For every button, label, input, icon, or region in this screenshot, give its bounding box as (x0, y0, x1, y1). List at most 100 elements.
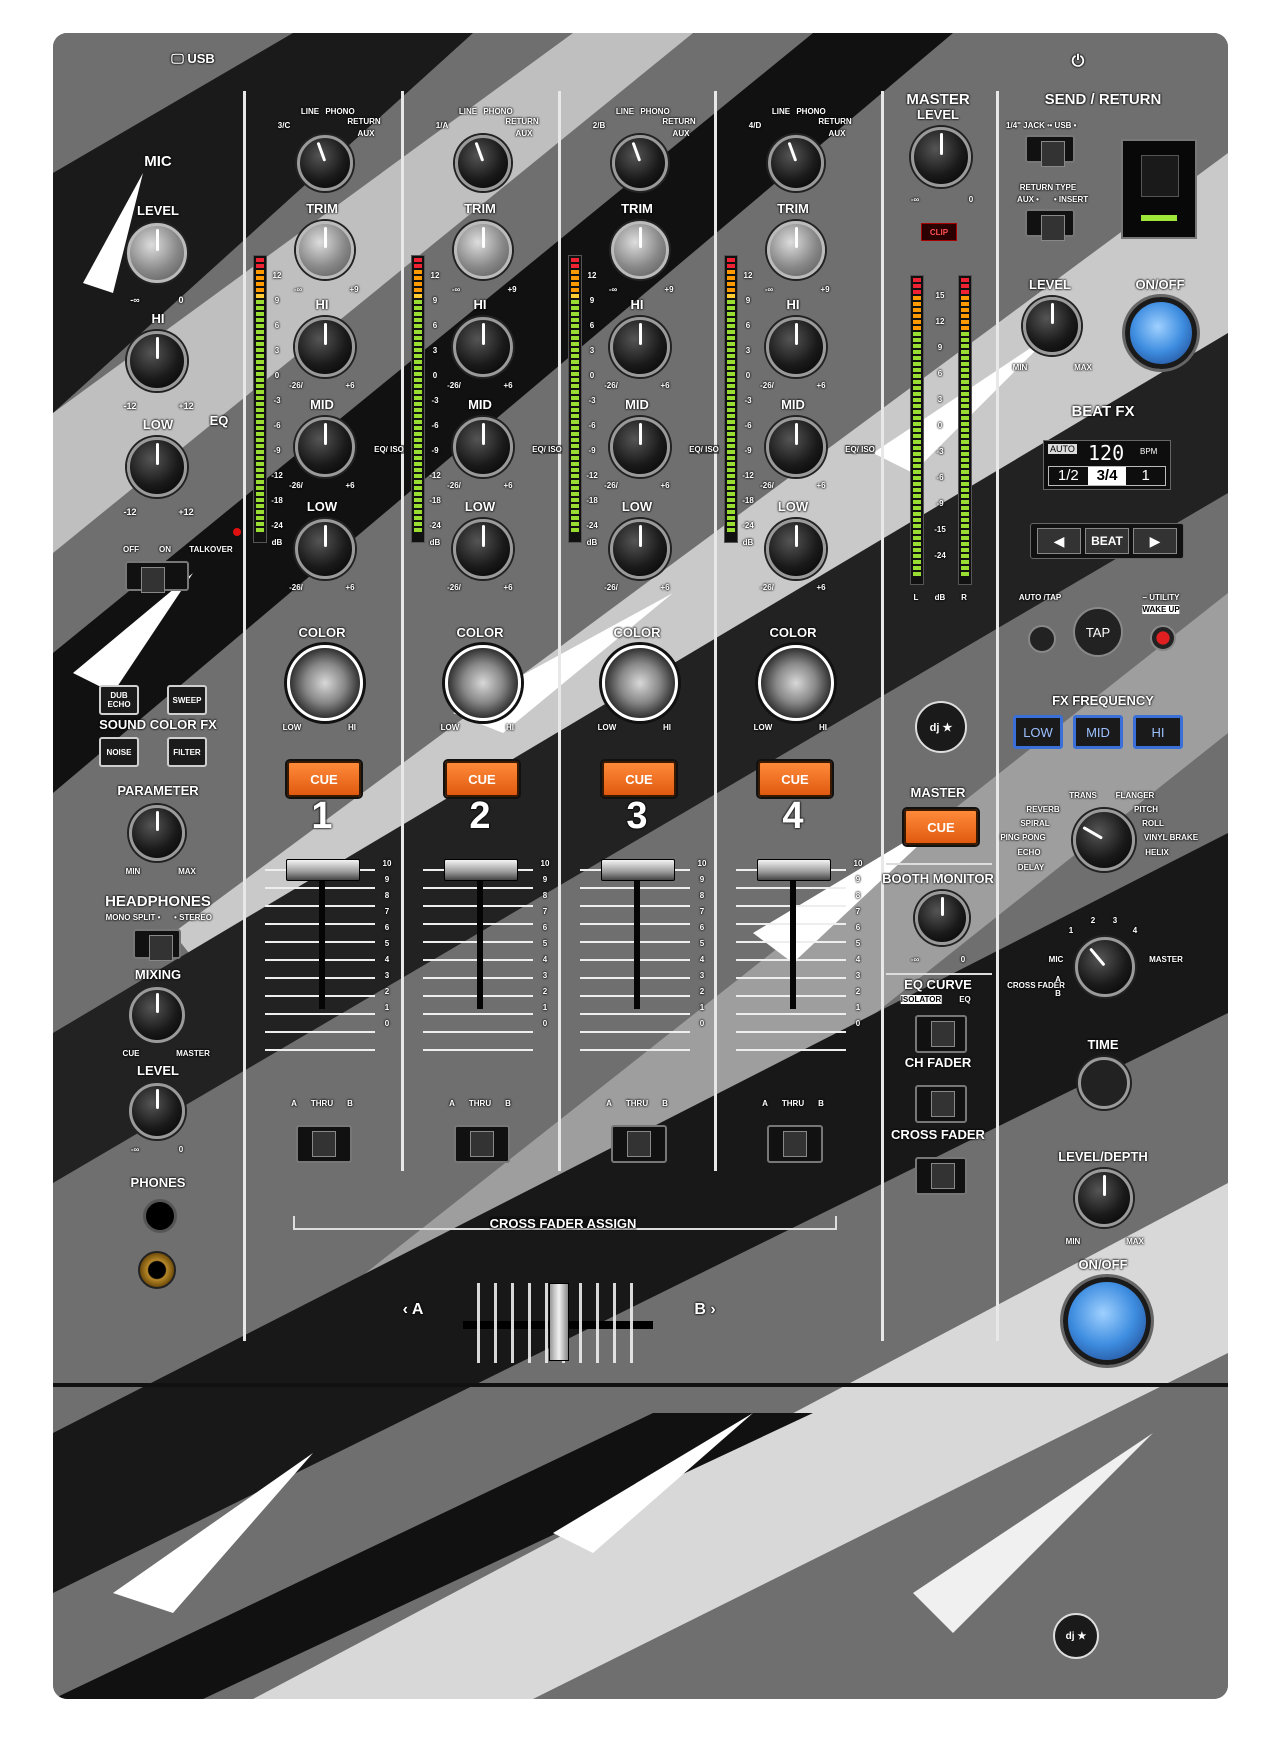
parameter-knob[interactable] (129, 805, 185, 861)
fx-freq-hi-button[interactable]: HI (1133, 715, 1183, 749)
ch-color-knob[interactable] (445, 645, 521, 721)
mono-stereo-switch[interactable] (133, 929, 181, 961)
ch-fader-cap[interactable] (444, 859, 518, 881)
ch-fader-track (477, 859, 483, 1009)
ch-fader-track (319, 859, 325, 1009)
ch-fader-curve-switch[interactable] (915, 1085, 967, 1123)
noise-button[interactable]: NOISE (99, 737, 139, 767)
sweep-button[interactable]: SWEEP (167, 685, 207, 715)
ch-trim-knob[interactable] (454, 221, 512, 279)
ch-fader-tick: 4 (699, 955, 705, 964)
ch-input-selector-knob[interactable] (297, 135, 353, 191)
beat-three-quarter: 3/4 (1087, 467, 1127, 485)
phones-label: PHONES (130, 1175, 186, 1190)
ch-color-knob[interactable] (287, 645, 363, 721)
fx-channel-knob[interactable] (1075, 937, 1135, 997)
ch-hi-knob[interactable] (766, 317, 826, 377)
ch-low-max: +6 (660, 583, 670, 592)
send-return-source-switch[interactable] (1025, 135, 1075, 167)
ch-low-knob[interactable] (295, 519, 355, 579)
ch-color-knob[interactable] (602, 645, 678, 721)
return-insert-label: • INSERT (1053, 195, 1089, 204)
booth-monitor-knob[interactable] (915, 891, 969, 945)
ch-fader-cap[interactable] (757, 859, 831, 881)
ch-crossfader-assign-switch[interactable] (296, 1125, 352, 1163)
send-level-label: LEVEL (1029, 277, 1071, 292)
ch-meter-tick: -12 (586, 471, 598, 480)
master-level-label: LEVEL (917, 107, 959, 122)
phones-jack[interactable] (138, 1251, 176, 1289)
dub-echo-button[interactable]: DUB ECHO (99, 685, 139, 715)
auto-tap-button[interactable] (1028, 625, 1056, 653)
ch-cue-button[interactable]: CUE (602, 761, 676, 797)
ch-trim-knob[interactable] (767, 221, 825, 279)
ch-fader-cap[interactable] (601, 859, 675, 881)
ch-input-selector-knob[interactable] (768, 135, 824, 191)
return-type-switch[interactable] (1025, 209, 1075, 241)
mic-low-knob[interactable] (127, 437, 187, 497)
utility-button[interactable] (1150, 625, 1176, 651)
level-depth-knob[interactable] (1075, 1169, 1133, 1227)
crossfader-knob[interactable] (549, 1283, 569, 1361)
fx-echo: ECHO (1017, 848, 1041, 857)
beat-fx-on-off-button[interactable] (1063, 1277, 1151, 1365)
ch-low-label: LOW (777, 499, 809, 514)
ch-mid-knob[interactable] (766, 417, 826, 477)
ch-crossfader-assign-switch[interactable] (767, 1125, 823, 1163)
fx-select-knob[interactable] (1073, 809, 1135, 871)
master-cue-button[interactable]: CUE (904, 809, 978, 845)
send-return-on-off-button[interactable] (1125, 297, 1197, 369)
ch-hi-knob[interactable] (610, 317, 670, 377)
ch-low-label: LOW (464, 499, 496, 514)
ch-low-knob[interactable] (453, 519, 513, 579)
ch-mid-knob[interactable] (453, 417, 513, 477)
ch-hi-knob[interactable] (295, 317, 355, 377)
ch-cue-button[interactable]: CUE (287, 761, 361, 797)
ch-hi-knob[interactable] (453, 317, 513, 377)
ch-fader-tick: 2 (855, 987, 861, 996)
ch-mid-knob[interactable] (295, 417, 355, 477)
ch-low-knob[interactable] (766, 519, 826, 579)
mic-hi-knob[interactable] (127, 331, 187, 391)
phones-mini-jack[interactable] (143, 1199, 177, 1233)
send-level-knob[interactable] (1023, 297, 1081, 355)
ch-input-selector-knob[interactable] (455, 135, 511, 191)
ch-cue-button[interactable]: CUE (445, 761, 519, 797)
ch-trim-knob[interactable] (296, 221, 354, 279)
beat-left-button[interactable]: ◀ (1037, 528, 1081, 554)
fx-freq-mid-button[interactable]: MID (1073, 715, 1123, 749)
time-knob[interactable] (1078, 1057, 1130, 1109)
tap-button[interactable]: TAP (1073, 607, 1123, 657)
usb-port[interactable] (1121, 139, 1197, 239)
filter-button[interactable]: FILTER (167, 737, 207, 767)
fx-freq-low-button[interactable]: LOW (1013, 715, 1063, 749)
ch-mid-knob[interactable] (610, 417, 670, 477)
hp-level-knob[interactable] (129, 1083, 185, 1139)
fx-ch-4: 4 (1132, 926, 1138, 935)
parameter-label: PARAMETER (117, 783, 199, 798)
ch-cue-button[interactable]: CUE (758, 761, 832, 797)
eq-curve-switch[interactable] (915, 1015, 967, 1053)
bpm-value: 120 (1088, 441, 1125, 465)
ch-meter-db: dB (271, 538, 283, 547)
ch-low-min: -26/ (447, 583, 461, 592)
mixing-knob[interactable] (129, 987, 185, 1043)
ch-eq-iso-label: EQ/ ISO (374, 445, 404, 454)
ch-crossfader-assign-switch[interactable] (454, 1125, 510, 1163)
ch-trim-knob[interactable] (611, 221, 669, 279)
beat-right-button[interactable]: ▶ (1133, 528, 1177, 554)
send-return-title: SEND / RETURN (1044, 91, 1162, 108)
master-level-knob[interactable] (911, 127, 971, 187)
mic-switch[interactable] (125, 561, 189, 593)
ch-low-knob[interactable] (610, 519, 670, 579)
ch-crossfader-assign-switch[interactable] (611, 1125, 667, 1163)
ch-fader-cap[interactable] (286, 859, 360, 881)
ch-aux-label: AUX (357, 129, 375, 138)
cross-fader-curve-switch[interactable] (915, 1157, 967, 1195)
ch-meter-tick: -18 (429, 496, 441, 505)
ch-input-selector-knob[interactable] (612, 135, 668, 191)
mic-level-knob[interactable] (127, 223, 187, 283)
return-aux-label: AUX • (1017, 195, 1039, 204)
ch-color-knob[interactable] (758, 645, 834, 721)
ch-return-label: RETURN (662, 117, 696, 126)
